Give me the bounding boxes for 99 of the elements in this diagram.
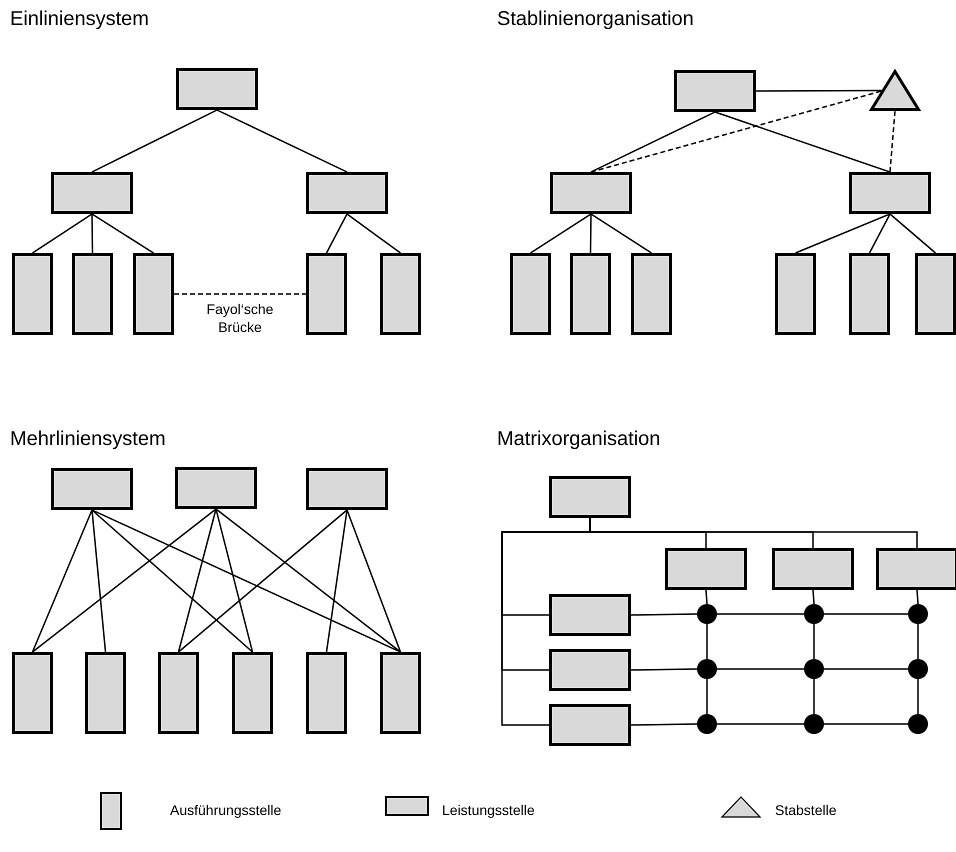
junction-dot [908,659,928,679]
legend-label: Leistungsstelle [442,802,535,818]
connector-line [917,679,919,714]
position-box [849,172,931,214]
position-box [306,652,347,734]
position-box [380,652,421,734]
connector-line [216,109,348,173]
connector-line [824,613,908,615]
junction-dot [697,659,717,679]
position-box [674,70,756,112]
connector-line [346,510,402,652]
connector-line [530,213,592,254]
connector-line [590,213,652,254]
connector-line [178,509,348,653]
connector-line [32,213,92,254]
position-box [176,68,258,110]
position-box [631,253,672,335]
connector-line [92,509,401,653]
position-box [85,652,126,734]
dashed-connector [174,293,306,295]
position-box [72,253,113,335]
junction-dot [908,604,928,624]
position-box [51,172,133,214]
connector-line [630,668,698,671]
connector-line [705,590,708,604]
position-box [380,253,421,335]
connector-line [706,624,708,659]
connector-line [326,510,348,652]
connector-line [714,111,890,173]
connector-line [215,508,254,652]
position-box [549,594,631,636]
connector-line [630,723,698,726]
connector-line [32,510,93,652]
connector-line [501,518,591,726]
connector-line [706,679,708,714]
section-title: Stablinienorganisation [497,8,694,31]
connector-line [916,590,919,604]
connector-line [326,214,348,254]
junction-dot [804,604,824,624]
connector-line [813,624,815,659]
connector-line [92,109,218,173]
position-box [12,253,53,335]
position-box [175,467,257,509]
connector-line [890,213,936,254]
section-title: Einliniensystem [10,8,149,31]
connector-line [91,214,94,254]
dashed-connector [590,90,884,173]
connector-line [630,613,698,616]
connector-line [868,214,891,254]
section-title: Matrixorganisation [497,428,660,451]
position-box [158,652,199,734]
junction-dot [804,714,824,734]
junction-dot [908,714,928,734]
position-box [550,172,632,214]
position-box [12,652,53,734]
position-box [549,704,631,746]
connector-line [216,508,401,653]
position-box [849,253,890,335]
connector-line [917,624,919,659]
connector-line [590,214,592,254]
connector-line [795,213,890,254]
junction-dot [697,604,717,624]
connector-line [91,510,106,652]
dashed-connector [889,110,896,172]
connector-line [32,508,216,653]
connector-line [717,668,804,670]
legend-label: Ausführungsstelle [170,802,282,818]
connector-line [717,613,804,615]
connector-line [92,509,253,653]
section-title: Mehrliniensystem [10,428,166,451]
position-box [665,548,747,590]
position-box [915,253,956,335]
position-box [775,253,816,335]
position-box [570,253,611,335]
connector-line [824,723,908,725]
position-box [306,468,388,510]
position-box [772,548,854,590]
position-box [549,476,631,518]
connector-line [346,213,401,254]
connector-line [813,679,815,714]
position-box [133,253,174,335]
position-box [510,253,551,335]
position-box [306,172,388,214]
connector-line [717,723,804,725]
position-box [51,468,133,510]
connector-line [824,668,908,670]
junction-dot [697,714,717,734]
staff-triangle [870,70,920,111]
connector-line [178,508,217,652]
connector-line [756,90,884,92]
connector-line [812,590,815,604]
position-box [549,649,631,691]
connector-line [590,111,716,173]
position-box [876,548,956,590]
junction-dot [804,659,824,679]
position-box [306,253,347,335]
connector-line [92,213,154,254]
position-box [232,652,273,734]
legend-label: Stabstelle [775,802,836,818]
